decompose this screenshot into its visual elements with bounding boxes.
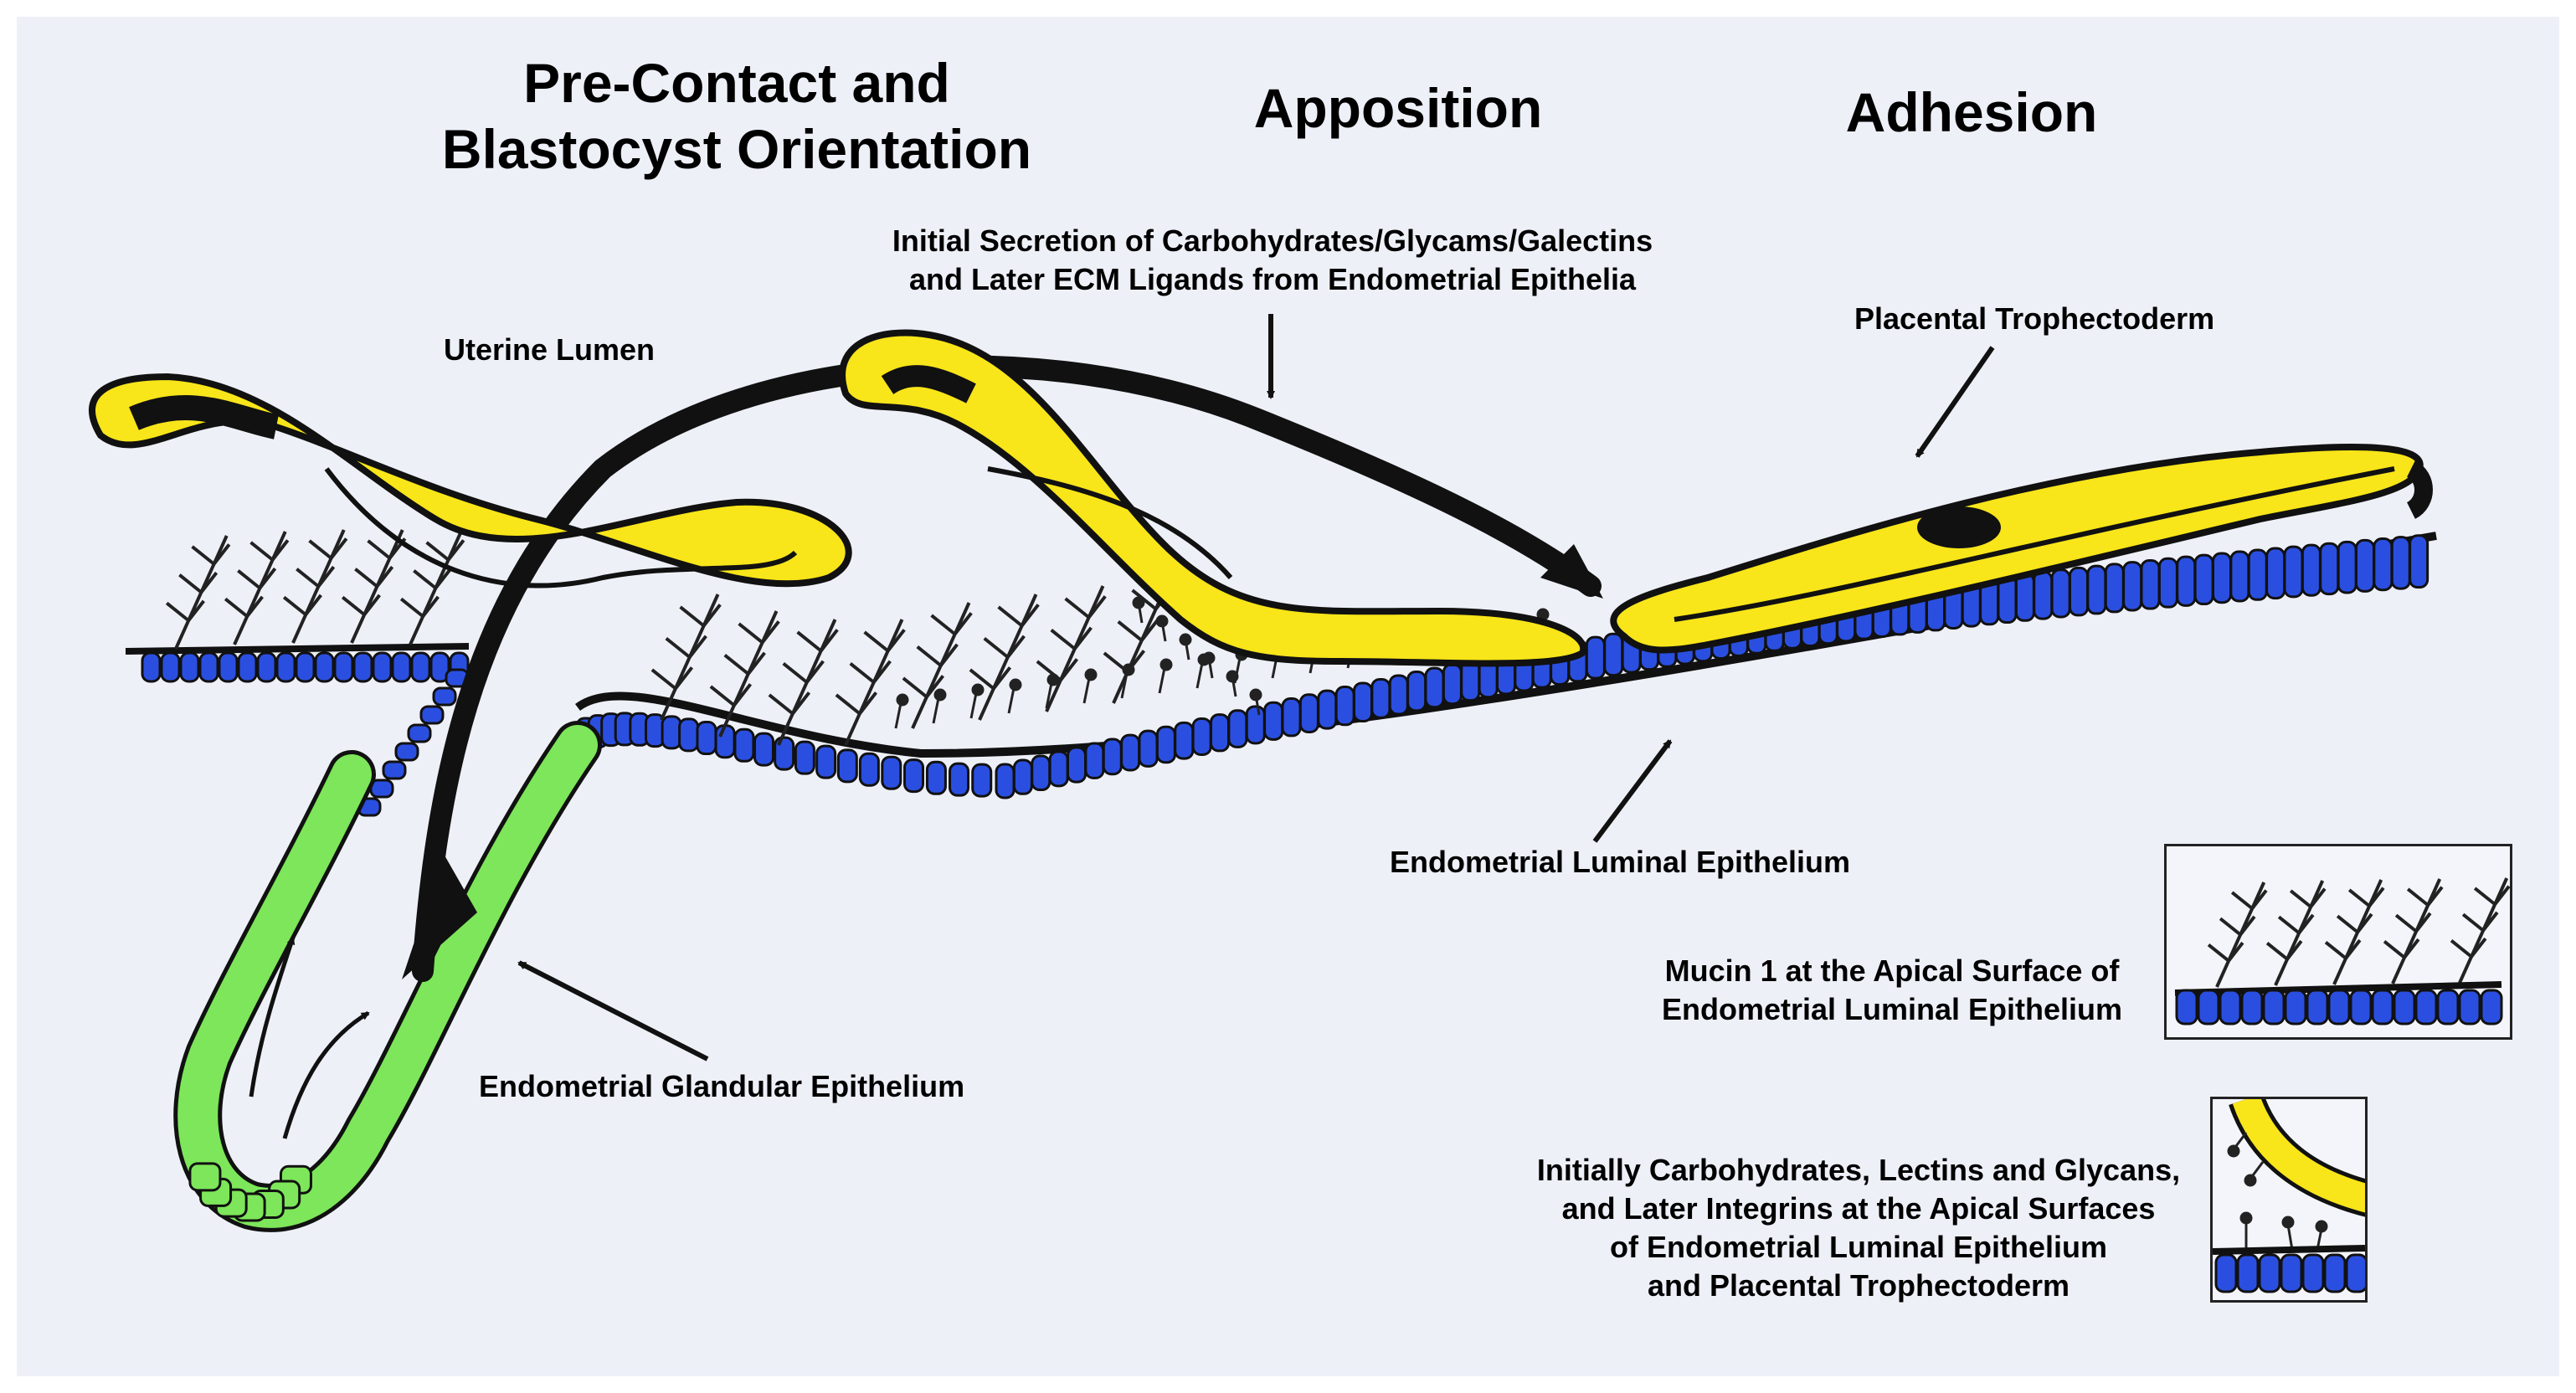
heading-adhesion: Adhesion [1845,81,2098,143]
label-integrin-line4: and Placental Trophectoderm [1647,1268,2070,1303]
label-secretion-line1: Initial Secretion of Carbohydrates/Glyca… [892,224,1653,258]
label-endometrial-luminal-epithelium: Endometrial Luminal Epithelium [1390,845,1851,879]
label-mucin-inset: Mucin 1 at the Apical Surface of Endomet… [1624,952,2160,1029]
heading-pre-contact-line2: Blastocyst Orientation [441,118,1032,181]
luminal-epithelium-left [125,643,470,683]
label-secretion: Initial Secretion of Carbohydrates/Glyca… [837,222,1708,299]
label-integrin-line1: Initially Carbohydrates, Lectins and Gly… [1536,1153,2181,1187]
inset-mucin-illustration [2174,877,2510,1025]
luminal-label-arrow [1592,739,1673,843]
blastocyst-pre-contact [88,373,852,589]
mucin-1-branches [165,529,1174,746]
blastocyst-apposition [839,329,1587,667]
label-mucin-line1: Mucin 1 at the Apical Surface of [1664,954,2120,988]
blastocyst-adhesion [1610,444,2433,654]
label-secretion-line2: and Later ECM Ligands from Endometrial E… [908,262,1637,297]
label-uterine-lumen: Uterine Lumen [444,332,656,367]
glandular-label-arrow [517,960,709,1061]
label-mucin-line2: Endometrial Luminal Epithelium [1661,992,2123,1027]
secretion-flow-arrowhead [1540,544,1603,599]
inset-integrins-illustration [2213,1099,2365,1293]
inset-integrins [2210,1097,2368,1303]
heading-pre-contact-line1: Pre-Contact and [523,52,950,114]
gland-flow-arrowhead [402,854,477,979]
label-placental-trophectoderm: Placental Trophectoderm [1854,301,2215,336]
label-integrin-line2: and Later Integrins at the Apical Surfac… [1561,1191,2156,1226]
label-integrin-inset: Initially Carbohydrates, Lectins and Gly… [1499,1151,2219,1305]
inset-mucin [2164,844,2512,1040]
heading-apposition: Apposition [1253,77,1543,139]
glandular-epithelium [173,721,602,1232]
label-integrin-line3: of Endometrial Luminal Epithelium [1609,1230,2108,1265]
trophectoderm-label-arrow [1915,346,1995,458]
heading-pre-contact: Pre-Contact and Blastocyst Orientation [360,50,1113,182]
label-endometrial-glandular-epithelium: Endometrial Glandular Epithelium [479,1069,965,1103]
